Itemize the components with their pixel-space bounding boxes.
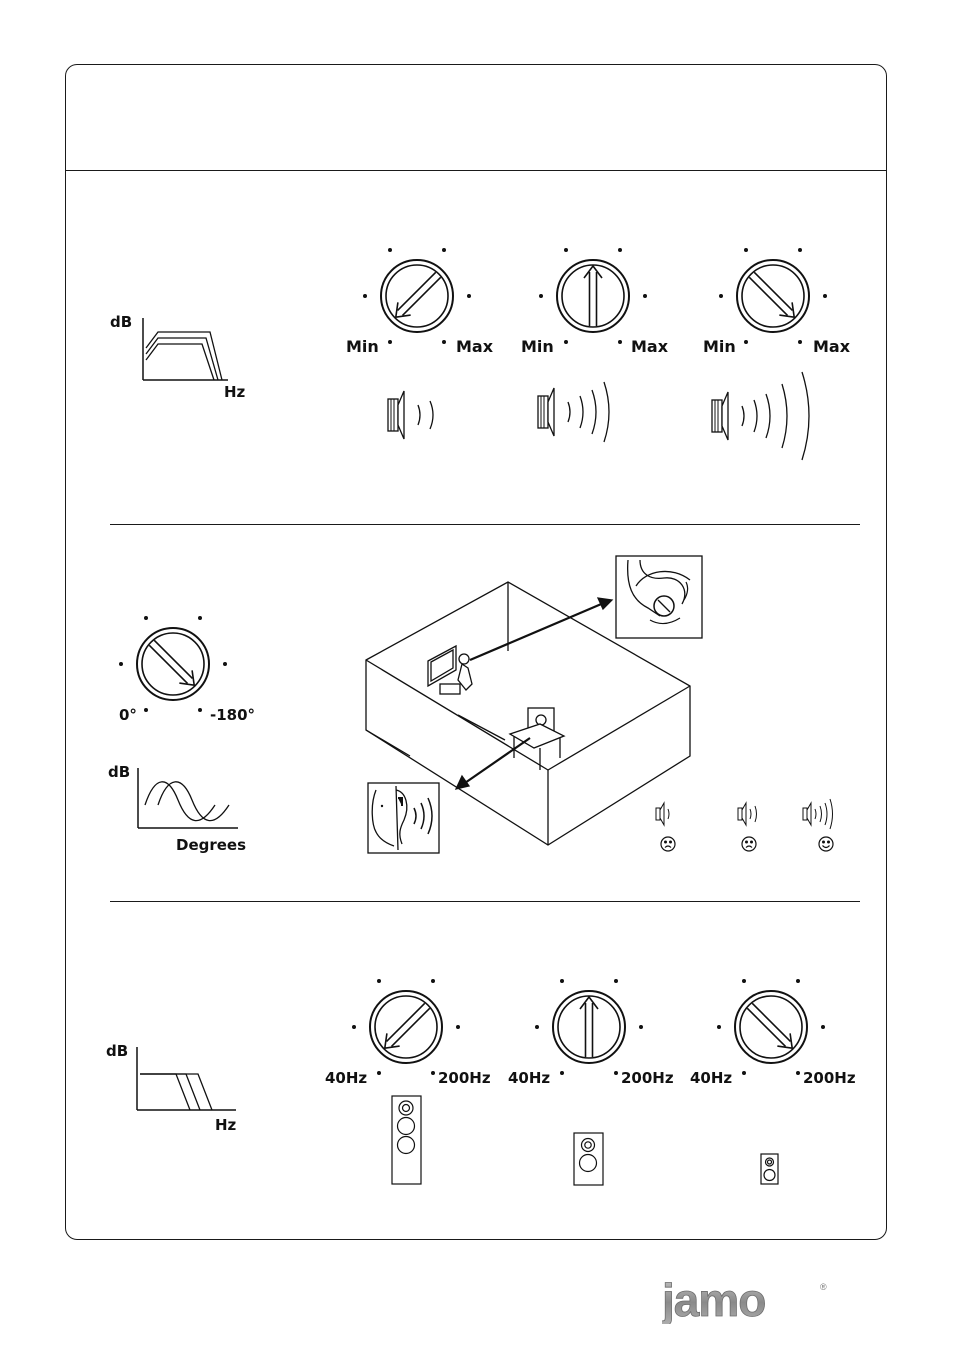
happy-face-icon [819,837,833,851]
volume-graph-y-label: dB [110,313,132,331]
crossover-knob-3-min-label: 40Hz [690,1069,732,1087]
phase-result-poor-2 [738,803,757,825]
speaker-low-volume-icon [388,391,433,439]
crossover-knob-2-min-label: 40Hz [508,1069,550,1087]
phase-result-good [803,799,833,829]
listener-ear-inset [368,783,439,853]
jamo-logo: jamo ® [662,1280,832,1324]
crossover-knob-2-max-label: 200Hz [621,1069,674,1087]
crossover-knob-1-min-label: 40Hz [325,1069,367,1087]
crossover-knob-3-max-label: 200Hz [803,1069,856,1087]
satellite-speaker-icon [761,1154,778,1184]
volume-knob-max[interactable] [719,248,827,344]
phase-graph-x-label: Degrees [176,836,246,854]
volume-knob-mid[interactable] [539,248,647,344]
logo-wordmark: jamo [662,1280,765,1324]
floorstanding-speaker-icon [392,1096,421,1184]
knob-2-max-label: Max [631,337,669,356]
crossover-graph-x-label: Hz [215,1116,237,1134]
phase-knob[interactable] [119,616,227,712]
speaker-mid-volume-icon [538,382,609,442]
registered-mark: ® [820,1282,827,1292]
phase-result-poor-1 [656,803,669,825]
sad-face-icon-2 [742,837,756,851]
volume-graph-x-label: Hz [224,383,246,401]
crossover-knob-1-max-label: 200Hz [438,1069,491,1087]
volume-knob-min[interactable] [363,248,471,344]
knob-1-min-label: Min [346,337,379,356]
speaker-high-volume-icon [712,372,809,460]
crossover-knob-high[interactable] [717,979,825,1075]
knob-3-max-label: Max [813,337,851,356]
sad-face-icon [661,837,675,851]
knob-3-min-label: Min [703,337,736,356]
volume-response-graph: dB Hz [110,313,246,401]
phase-knob-min-label: 0° [119,706,137,724]
crossover-response-graph: dB Hz [106,1042,237,1134]
phase-response-graph: dB Degrees [108,763,246,854]
phase-graph-y-label: dB [108,763,130,781]
crossover-knob-low[interactable] [352,979,460,1075]
crossover-knob-mid[interactable] [535,979,643,1075]
knob-2-min-label: Min [521,337,554,356]
crossover-graph-y-label: dB [106,1042,128,1060]
hand-adjusting-knob-inset [616,556,702,638]
bookshelf-speaker-icon [574,1133,603,1185]
knob-1-max-label: Max [456,337,494,356]
phase-knob-max-label: -180° [210,706,255,724]
